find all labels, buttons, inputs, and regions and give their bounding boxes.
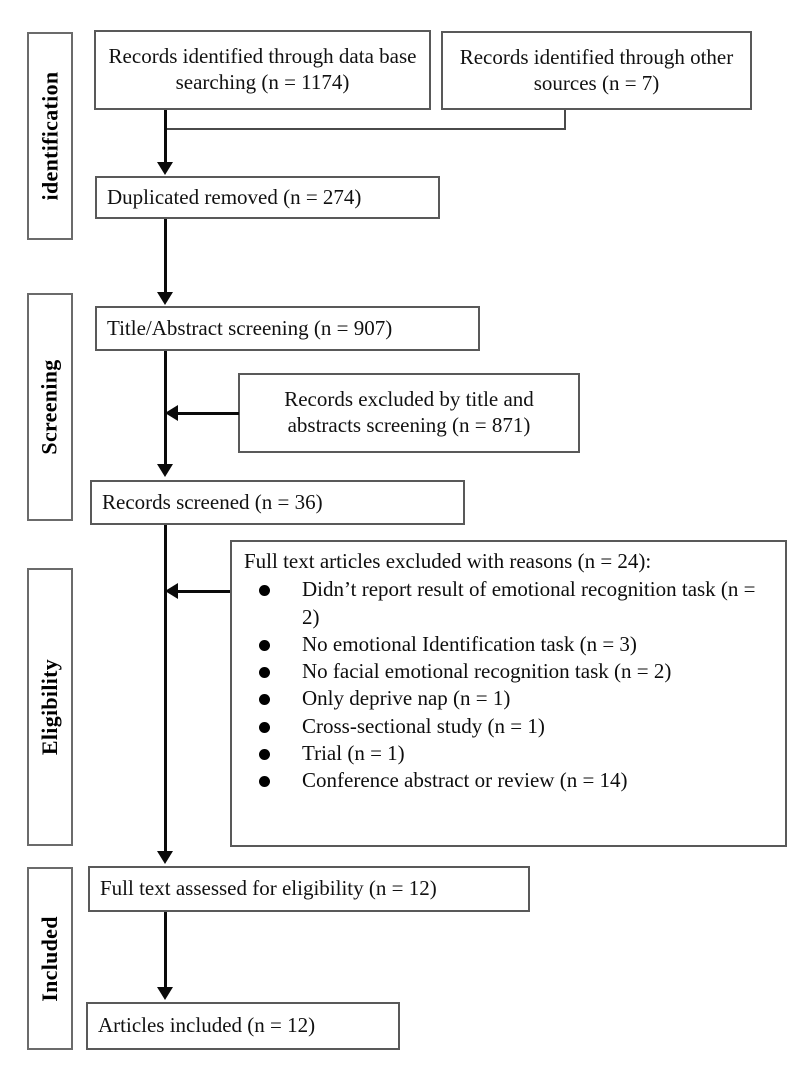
bullet-icon	[259, 667, 270, 678]
box-title-abstract-screening-text: Title/Abstract screening (n = 907)	[107, 315, 393, 340]
arrow-to-records-screened-icon	[157, 464, 173, 477]
box-records-identified-other: Records identified through other sources…	[441, 31, 752, 110]
arrow-to-duplicates-icon	[157, 162, 173, 175]
connector-duplicates-to-title	[164, 219, 167, 292]
reason-item-text: Cross-sectional study (n = 1)	[302, 713, 545, 738]
bullet-icon	[259, 694, 270, 706]
reason-item: No emotional Identification task (n = 3)	[244, 631, 777, 658]
stage-label-included-text: Included	[37, 915, 63, 1002]
reason-item-text: Trial (n = 1)	[302, 741, 405, 766]
reasons-list: Didn’t report result of emotional recogn…	[244, 576, 777, 794]
connector-to-duplicates	[164, 110, 167, 163]
connector-merge-horizontal	[164, 128, 566, 130]
box-records-identified-database-text: Records identified through data base sea…	[108, 44, 417, 94]
box-articles-included-text: Articles included (n = 12)	[98, 1013, 316, 1038]
box-full-text-assessed: Full text assessed for eligibility (n = …	[88, 866, 530, 912]
reason-item: Trial (n = 1)	[244, 740, 777, 767]
reason-item-text: No facial emotional recognition task (n …	[302, 659, 672, 684]
bullet-icon	[259, 639, 270, 651]
bullet-icon	[259, 748, 270, 760]
connector-screened-to-fulltext	[164, 525, 167, 852]
connector-reasons-to-main	[176, 590, 231, 593]
stage-label-screening-text: Screening	[37, 359, 62, 455]
connector-other-down-stub	[564, 110, 566, 130]
reason-item-text: Conference abstract or review (n = 14)	[302, 768, 628, 793]
box-duplicated-removed: Duplicated removed (n = 274)	[95, 176, 440, 219]
box-records-excluded-text: Records excluded by title and abstracts …	[284, 387, 534, 437]
box-duplicated-removed-text: Duplicated removed (n = 274)	[107, 184, 362, 209]
reasons-title: Full text articles excluded with reasons…	[244, 549, 652, 573]
stage-label-eligibility-text: Eligibility	[37, 658, 62, 756]
reason-item-text: Only deprive nap (n = 1)	[302, 686, 511, 711]
connector-excluded-to-main	[176, 412, 239, 415]
arrow-to-full-text-assessed-icon	[157, 851, 173, 864]
box-title-abstract-screening: Title/Abstract screening (n = 907)	[95, 306, 480, 351]
box-articles-included: Articles included (n = 12)	[86, 1002, 400, 1050]
arrow-to-articles-included-icon	[157, 987, 173, 1000]
bullet-icon	[259, 776, 270, 788]
reason-item: No facial emotional recognition task (n …	[244, 658, 777, 685]
stage-label-identification-text: identification	[37, 71, 62, 201]
box-records-excluded: Records excluded by title and abstracts …	[238, 373, 580, 453]
connector-assessed-to-included	[164, 912, 167, 988]
stage-label-identification: identification	[27, 32, 73, 240]
box-full-text-excluded-reasons: Full text articles excluded with reasons…	[230, 540, 787, 847]
arrow-records-excluded-icon	[165, 405, 178, 421]
reason-item: Cross-sectional study (n = 1)	[244, 713, 777, 740]
box-records-identified-database: Records identified through data base sea…	[94, 30, 431, 110]
stage-label-eligibility: Eligibility	[27, 568, 73, 846]
stage-label-screening: Screening	[27, 293, 73, 521]
stage-label-included: Included	[27, 867, 73, 1050]
reason-item: Didn’t report result of emotional recogn…	[244, 576, 777, 631]
arrow-to-title-abstract-icon	[157, 292, 173, 305]
arrow-full-text-excluded-icon	[165, 583, 178, 599]
box-full-text-assessed-text: Full text assessed for eligibility (n = …	[100, 876, 437, 901]
reason-item-text: No emotional Identification task (n = 3)	[302, 631, 637, 656]
reason-item-text: Didn’t report result of emotional recogn…	[302, 577, 756, 629]
reason-item: Only deprive nap (n = 1)	[244, 685, 777, 712]
bullet-icon	[259, 721, 270, 733]
box-records-screened-text: Records screened (n = 36)	[102, 489, 323, 514]
box-records-identified-other-text: Records identified through other sources…	[459, 44, 734, 95]
reason-item: Conference abstract or review (n = 14)	[244, 767, 777, 794]
bullet-icon	[259, 585, 270, 597]
box-records-screened: Records screened (n = 36)	[90, 480, 465, 525]
